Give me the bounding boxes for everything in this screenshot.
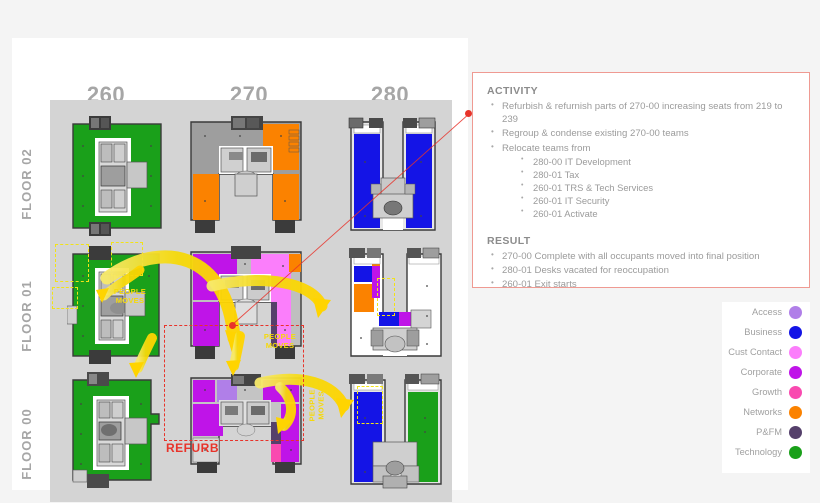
people-moves-label-3: PEOPLE MOVES (307, 389, 326, 422)
result-list: 270-00 Complete with all occupants moved… (487, 249, 797, 292)
legend-swatch-icon (789, 305, 802, 319)
legend-item-access: Access (722, 302, 810, 322)
legend-swatch-icon (789, 365, 802, 379)
result-heading: RESULT (487, 234, 531, 247)
legend-swatch-icon (789, 445, 802, 459)
result-item: 280-01 Desks vacated for reoccupation (487, 263, 797, 277)
legend-item-corporate: Corporate (722, 362, 810, 382)
zone-color-legend: Access Business Cust Contact Corporate G… (722, 302, 810, 473)
legend-swatch-icon (789, 425, 802, 439)
legend-swatch-icon (789, 385, 802, 399)
highlight-box-260-b (111, 242, 143, 276)
highlight-box-260-a (55, 244, 89, 282)
floorplan-280-floor02[interactable] (343, 116, 443, 238)
legend-swatch-icon (789, 325, 802, 339)
refurb-region-box (164, 325, 304, 441)
legend-item-cust-contact: Cust Contact (722, 342, 810, 362)
people-moves-label-1: PEOPLE MOVES (113, 287, 147, 306)
highlight-box-280-floor01 (377, 278, 395, 316)
activity-heading: ACTIVITY (487, 85, 539, 97)
relocate-item: 280-01 Tax (487, 168, 797, 182)
legend-item-technology: Technology (722, 442, 810, 462)
activity-result-callout: ACTIVITY Refurbish & refurnish parts of … (472, 72, 810, 290)
legend-label: Corporate (740, 367, 782, 377)
relocate-item: 260-01 IT Security (487, 194, 797, 208)
people-moves-label-2: PEOPLE MOVES (263, 332, 297, 351)
legend-item-growth: Growth (722, 382, 810, 402)
floorplan-260-floor02[interactable] (67, 116, 172, 236)
row-label-floor-02: FLOOR 02 (19, 148, 34, 220)
legend-label: Technology (734, 447, 782, 457)
floorplan-270-floor02[interactable] (185, 116, 307, 236)
relocate-item: 280-00 IT Development (487, 155, 797, 169)
result-item: 270-00 Complete with all occupants moved… (487, 249, 797, 263)
legend-label: P&FM (756, 427, 782, 437)
legend-swatch-icon (789, 405, 802, 419)
legend-label: Business (744, 327, 782, 337)
leader-anchor-dot-callout (465, 110, 472, 117)
row-label-floor-00: FLOOR 00 (19, 408, 34, 480)
legend-item-business: Business (722, 322, 810, 342)
highlight-box-260-c (52, 287, 78, 309)
activity-list: Refurbish & refurnish parts of 270-00 in… (487, 99, 797, 155)
floorplan-280-floor01[interactable] (343, 246, 451, 364)
refurb-label: REFURB (166, 441, 219, 455)
relocate-item: 260-01 TRS & Tech Services (487, 181, 797, 195)
legend-label: Growth (752, 387, 782, 397)
activity-item: Refurbish & refurnish parts of 270-00 in… (487, 99, 797, 126)
relocate-item: 260-01 Activate (487, 207, 797, 221)
legend-item-pfm: P&FM (722, 422, 810, 442)
legend-label: Networks (743, 407, 782, 417)
row-label-floor-01: FLOOR 01 (19, 280, 34, 352)
legend-label: Cust Contact (728, 347, 782, 357)
activity-item: Relocate teams from (487, 141, 797, 155)
relocate-from-list: 280-00 IT Development 280-01 Tax 260-01 … (487, 155, 797, 221)
activity-item: Regroup & condense existing 270-00 teams (487, 126, 797, 140)
legend-label: Access (752, 307, 782, 317)
leader-anchor-dot-plan (229, 322, 236, 329)
legend-swatch-icon (789, 345, 802, 359)
floorplan-260-floor00[interactable] (67, 370, 172, 490)
result-item: 260-01 Exit starts (487, 277, 797, 291)
highlight-box-280-floor00 (357, 386, 383, 424)
floorplan-280-floor00[interactable] (343, 372, 451, 490)
legend-item-networks: Networks (722, 402, 810, 422)
